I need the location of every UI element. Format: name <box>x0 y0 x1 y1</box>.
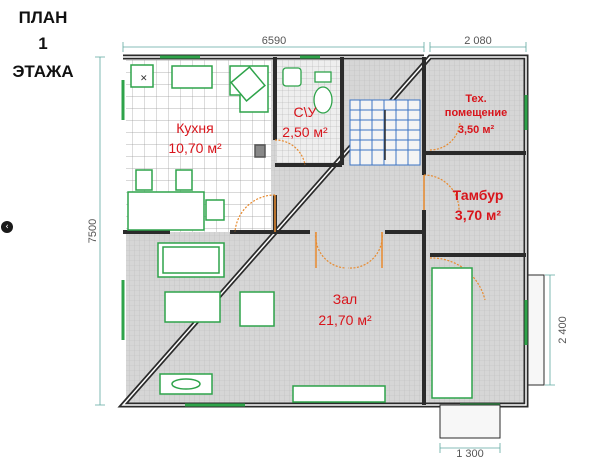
tech-area: 3,50 м² <box>458 124 495 136</box>
kitchen-name: Кухня <box>176 120 213 136</box>
porch <box>439 274 545 439</box>
dim-left: 7500 <box>87 219 99 243</box>
vestibule-name: Тамбур <box>453 187 504 203</box>
staircase <box>349 99 421 166</box>
dim-top-main: 6590 <box>262 35 286 47</box>
hall-name: Зал <box>333 291 357 307</box>
bathroom-name: С\У <box>294 104 317 120</box>
doors <box>234 121 486 301</box>
kitchen-area: 10,70 м² <box>168 140 222 156</box>
stove-icon: ✕ <box>140 74 148 84</box>
dim-top-right: 2 080 <box>464 35 492 47</box>
tech-name-2: помещение <box>445 107 507 119</box>
door-leaves <box>274 175 425 268</box>
dimension-lines <box>95 42 555 453</box>
bathroom-area: 2,50 м² <box>282 124 328 140</box>
bathroom-fixtures <box>282 67 333 114</box>
plan-title-line2: 1 <box>38 34 48 53</box>
hall-area: 21,70 м² <box>318 312 372 328</box>
chevron-left-icon[interactable]: ‹ <box>1 221 13 233</box>
hall-furniture <box>157 242 473 403</box>
vestibule-area: 3,70 м² <box>455 207 501 223</box>
tech-name-1: Тех. <box>465 93 486 105</box>
plan-title-line3: ЭТАЖА <box>12 62 74 81</box>
dim-right: 2 400 <box>557 316 569 344</box>
kitchen-furniture <box>127 64 269 231</box>
plan-title-line1: ПЛАН <box>18 8 68 27</box>
dim-bottom: 1 300 <box>456 448 484 460</box>
